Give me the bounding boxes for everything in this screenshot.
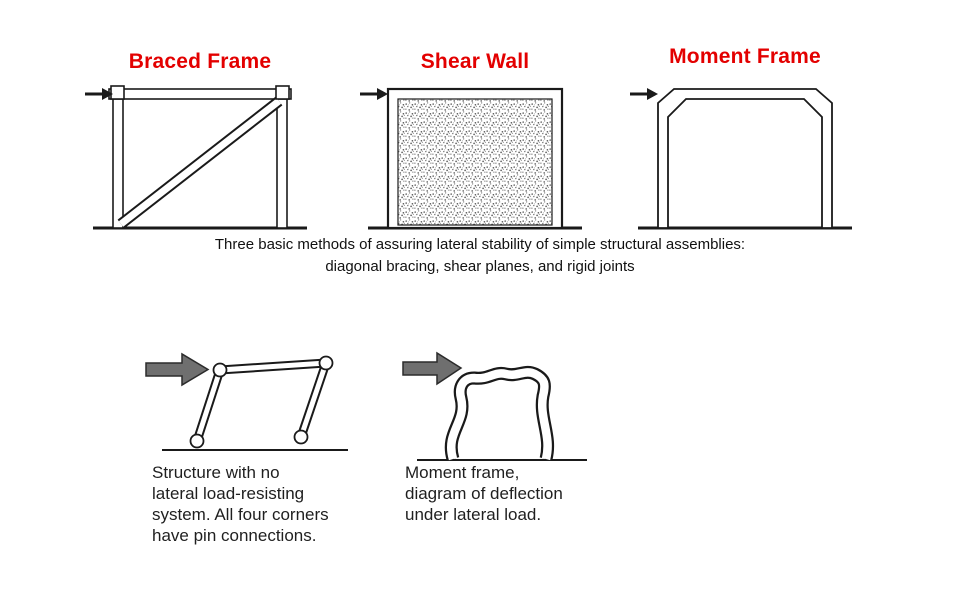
caption-line: Moment frame, <box>405 463 520 482</box>
caption-line: under lateral load. <box>405 505 542 524</box>
rigid-portal-frame <box>657 88 833 229</box>
shear-panel <box>397 98 553 226</box>
moment-frame-label: Moment Frame <box>669 45 821 68</box>
lateral-load-arrow-gray-icon <box>402 351 463 386</box>
top-caption-line2: diagonal bracing, shear planes, and rigi… <box>325 258 635 275</box>
lateral-load-arrow-icon <box>360 88 388 100</box>
caption-line: Structure with no <box>152 463 280 482</box>
joint-plate <box>275 85 290 100</box>
pinned-frame-sketch <box>145 352 348 451</box>
deflected-pinned-frame <box>192 358 331 443</box>
joint-plate <box>110 85 125 100</box>
moment-frame-diagram <box>630 88 852 230</box>
deflected-moment-frame <box>444 365 555 461</box>
pinned-frame-caption: Structure with no lateral load-resisting… <box>152 462 377 546</box>
moment-frame-caption: Moment frame, diagram of deflection unde… <box>405 462 615 525</box>
shear-wall-diagram <box>360 87 582 230</box>
pin-connections <box>189 355 334 449</box>
braced-frame-label: Braced Frame <box>128 50 272 73</box>
diagonal-brace <box>117 96 283 229</box>
lateral-load-arrow-gray-icon <box>145 352 210 387</box>
caption-line: diagram of deflection <box>405 484 563 503</box>
lateral-load-arrow-icon <box>630 88 658 100</box>
braced-frame-diagram <box>85 85 307 230</box>
top-caption-line1: Three basic methods of assuring lateral … <box>214 236 746 253</box>
lateral-load-arrow-icon <box>85 88 113 100</box>
caption-line: have pin connections. <box>152 526 317 545</box>
moment-frame-deflection-sketch <box>402 351 587 461</box>
caption-line: system. All four corners <box>152 505 329 524</box>
shear-wall-label: Shear Wall <box>420 50 530 73</box>
caption-line: lateral load-resisting <box>152 484 305 503</box>
